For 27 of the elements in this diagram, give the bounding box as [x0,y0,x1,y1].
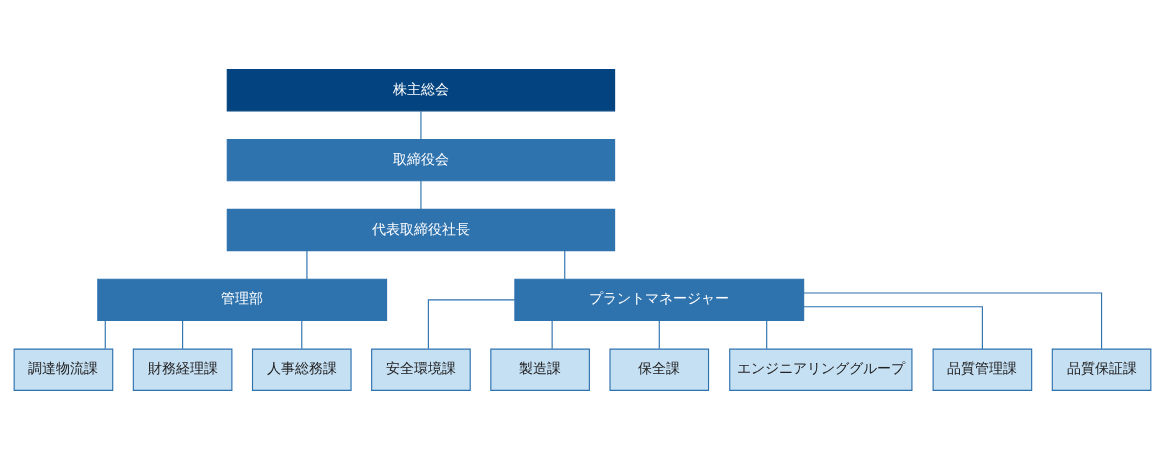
connector [766,320,768,350]
node-box: 取締役会 [226,138,616,182]
connector [427,299,516,350]
node-box: 保全課 [609,348,710,391]
connector [658,320,660,350]
node-box: 財務経理課 [132,348,233,391]
connector [104,320,106,350]
connector [306,250,308,280]
node-box: 管理部 [97,278,388,322]
node-box: 安全環境課 [371,348,471,391]
connector [564,250,566,280]
connector [803,306,983,350]
connector [803,292,1103,350]
node-box: プラントマネージャー [514,278,805,322]
node-box: 品質保証課 [1051,348,1152,391]
connector [420,180,422,210]
node-box: 株主総会 [226,69,616,112]
connector [182,320,184,350]
connector [551,320,553,350]
connector [301,320,303,350]
node-box: エンジニアリンググループ [729,348,913,391]
node-box: 代表取締役社長 [226,208,616,252]
node-box: 品質管理課 [932,348,1033,391]
node-box: 人事総務課 [251,348,352,391]
node-box: 製造課 [490,348,590,391]
connector [420,110,422,140]
node-box: 調達物流課 [13,348,114,391]
